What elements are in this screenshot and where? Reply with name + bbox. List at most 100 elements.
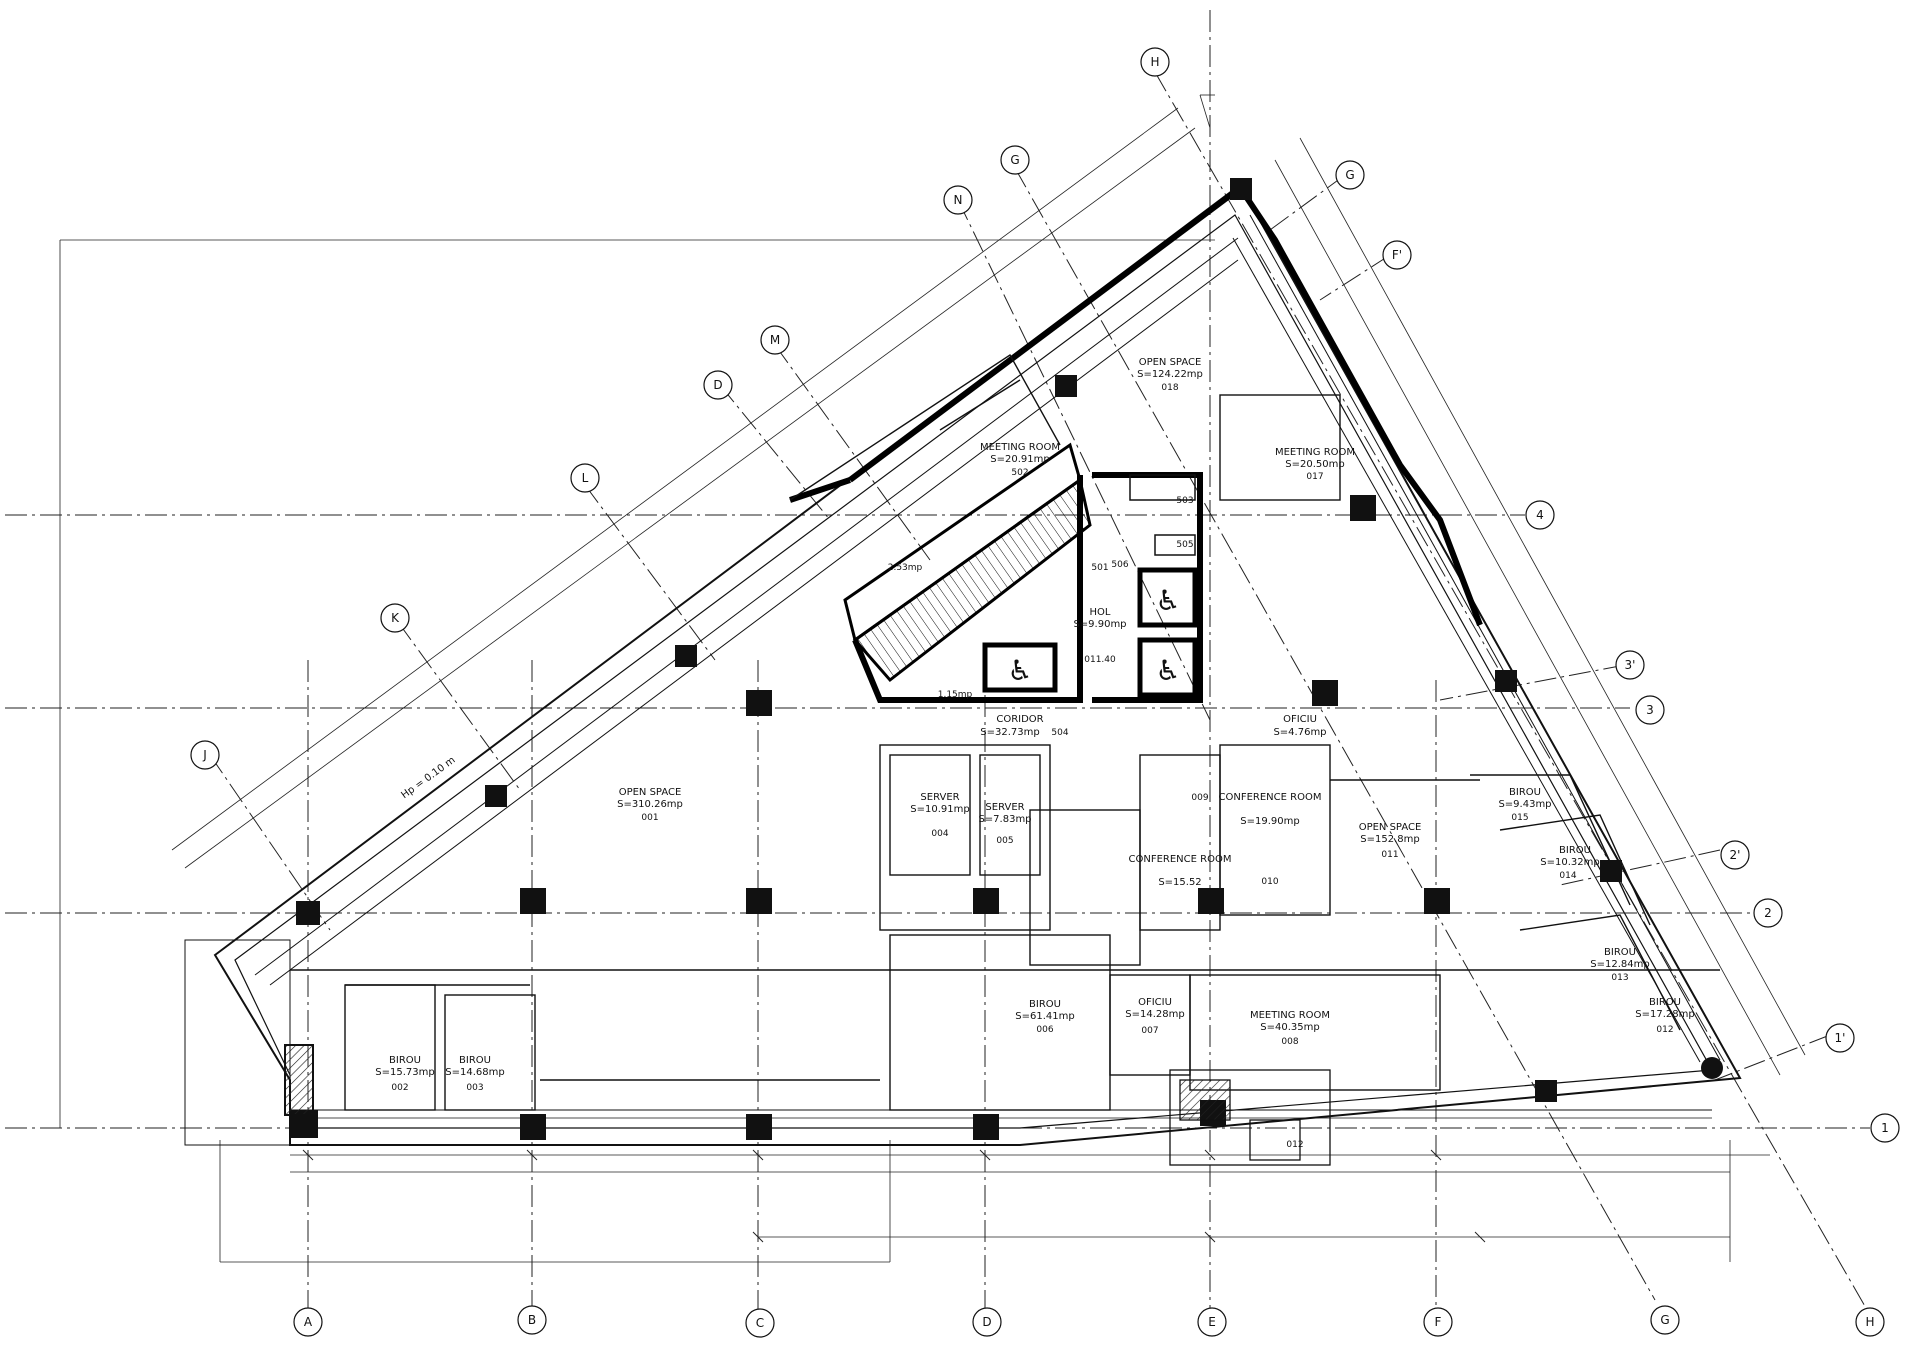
room-label: CONFERENCE ROOM S=15.52: [1129, 854, 1232, 888]
svg-text:H: H: [1865, 1315, 1874, 1329]
svg-text:S=20.50mp: S=20.50mp: [1285, 459, 1344, 470]
axis-bubble: D: [972, 1307, 1002, 1337]
dimension-ticks: [302, 1149, 1486, 1243]
svg-text:009: 009: [1191, 793, 1208, 803]
svg-text:BIROU: BIROU: [1029, 999, 1061, 1010]
svg-text:MEETING ROOM: MEETING ROOM: [1250, 1010, 1330, 1021]
svg-text:S=4.76mp: S=4.76mp: [1273, 727, 1326, 738]
svg-text:006: 006: [1036, 1025, 1053, 1035]
axis-bubble: G: [1335, 160, 1365, 190]
room-label: BIROU S=9.43mp 015: [1498, 787, 1551, 823]
room-label: OPEN SPACE S=124.22mp 018: [1137, 357, 1203, 393]
svg-text:S=15.73mp: S=15.73mp: [375, 1067, 434, 1078]
room-label: OPEN SPACE S=310.26mp 001: [617, 787, 683, 823]
axis-bubble: K: [380, 603, 410, 633]
svg-text:S=32.73mp: S=32.73mp: [980, 727, 1039, 738]
svg-text:2: 2: [1764, 906, 1772, 920]
svg-text:OPEN SPACE: OPEN SPACE: [1139, 357, 1202, 368]
svg-text:002: 002: [391, 1083, 408, 1093]
svg-text:S=14.68mp: S=14.68mp: [445, 1067, 504, 1078]
svg-text:BIROU: BIROU: [1509, 787, 1541, 798]
axis-lines: [5, 10, 1871, 1316]
svg-text:S=61.41mp: S=61.41mp: [1015, 1011, 1074, 1022]
svg-text:CORIDOR: CORIDOR: [996, 714, 1043, 725]
round-column: [1701, 1057, 1723, 1079]
room-label: BIROU S=12.84mp 013: [1590, 947, 1649, 983]
room-label: HOL S=9.90mp: [1073, 607, 1126, 630]
svg-text:012: 012: [1286, 1140, 1303, 1150]
svg-text:1.15mp: 1.15mp: [938, 690, 973, 700]
axis-bubble: F': [1382, 240, 1412, 270]
svg-text:011.40: 011.40: [1084, 655, 1116, 665]
svg-text:012: 012: [1656, 1025, 1673, 1035]
svg-text:J: J: [202, 748, 207, 762]
svg-text:G: G: [1660, 1313, 1669, 1327]
room-label: MEETING ROOM S=20.91mp 502: [980, 442, 1060, 478]
room-label: SERVER S=7.83mp 005: [978, 802, 1031, 846]
axis-bubble: 2': [1720, 840, 1750, 870]
axis-bubble: M: [760, 325, 790, 355]
svg-text:001: 001: [641, 813, 658, 823]
axis-bubble: A: [293, 1307, 323, 1337]
room-label: BIROU S=15.73mp 002: [375, 1055, 434, 1093]
svg-text:501: 501: [1091, 563, 1108, 573]
svg-text:OPEN SPACE: OPEN SPACE: [619, 787, 682, 798]
svg-text:011: 011: [1381, 850, 1398, 860]
svg-text:G: G: [1010, 153, 1019, 167]
svg-text:F': F': [1392, 248, 1402, 262]
svg-text:L: L: [582, 471, 589, 485]
svg-text:H: H: [1150, 55, 1159, 69]
svg-text:B: B: [528, 1313, 536, 1327]
svg-text:2.53mp: 2.53mp: [888, 563, 923, 573]
room-label: BIROU S=14.68mp 003: [445, 1055, 504, 1093]
svg-text:E: E: [1208, 1315, 1216, 1329]
room-label: OFICIU S=4.76mp: [1273, 714, 1326, 738]
svg-text:008: 008: [1281, 1037, 1298, 1047]
exterior-heavy-walls: [789, 184, 1483, 627]
svg-text:MEETING ROOM: MEETING ROOM: [980, 442, 1060, 453]
svg-text:3: 3: [1646, 703, 1654, 717]
svg-text:C: C: [756, 1316, 764, 1330]
axis-bubble: H: [1140, 47, 1170, 77]
svg-text:506: 506: [1111, 560, 1128, 570]
svg-text:K: K: [391, 611, 400, 625]
room-label: OFICIU S=14.28mp 007: [1125, 997, 1184, 1036]
room-label: CONFERENCE ROOM S=19.90mp 010: [1219, 792, 1322, 887]
svg-text:018: 018: [1161, 383, 1178, 393]
svg-text:BIROU: BIROU: [1649, 997, 1681, 1008]
svg-text:D: D: [713, 378, 722, 392]
dimension-lines: [59, 94, 1806, 1263]
svg-text:OPEN SPACE: OPEN SPACE: [1359, 822, 1422, 833]
svg-text:♿: ♿: [1007, 654, 1032, 687]
room-label: BIROU S=17.28mp 012: [1635, 997, 1694, 1035]
svg-text:S=15.52: S=15.52: [1158, 877, 1201, 888]
svg-text:CONFERENCE ROOM: CONFERENCE ROOM: [1219, 792, 1322, 803]
svg-text:F: F: [1435, 1315, 1442, 1329]
axis-bubble: H: [1855, 1307, 1885, 1337]
core: [843, 442, 1203, 703]
accessible-lift-icon: ♿ ♿ ♿: [1007, 584, 1180, 687]
svg-text:BIROU: BIROU: [459, 1055, 491, 1066]
svg-text:2': 2': [1730, 848, 1741, 862]
svg-text:CONFERENCE ROOM: CONFERENCE ROOM: [1129, 854, 1232, 865]
axis-bubble: E: [1197, 1307, 1227, 1337]
svg-text:S=20.91mp: S=20.91mp: [990, 454, 1049, 465]
axis-bubble: 3: [1635, 695, 1665, 725]
svg-text:S=14.28mp: S=14.28mp: [1125, 1009, 1184, 1020]
svg-text:BIROU: BIROU: [1604, 947, 1636, 958]
svg-text:017: 017: [1306, 472, 1323, 482]
svg-text:S=17.28mp: S=17.28mp: [1635, 1009, 1694, 1020]
svg-text:S=9.90mp: S=9.90mp: [1073, 619, 1126, 630]
axis-bubble: F: [1423, 1307, 1453, 1337]
svg-text:S=19.90mp: S=19.90mp: [1240, 816, 1299, 827]
axis-bubbles-right: 4 3' 3 2' 2 1' 1: [1525, 500, 1900, 1143]
svg-text:D: D: [982, 1315, 991, 1329]
svg-text:S=310.26mp: S=310.26mp: [617, 799, 683, 810]
svg-text:♿: ♿: [1155, 654, 1180, 687]
svg-text:1: 1: [1881, 1121, 1889, 1135]
axis-bubble: 2: [1753, 898, 1783, 928]
svg-text:007: 007: [1141, 1026, 1158, 1036]
svg-text:OFICIU: OFICIU: [1283, 714, 1317, 725]
room-labels: OPEN SPACE S=124.22mp 018 MEETING ROOM S…: [375, 357, 1694, 1093]
axis-bubble: J: [190, 740, 220, 770]
